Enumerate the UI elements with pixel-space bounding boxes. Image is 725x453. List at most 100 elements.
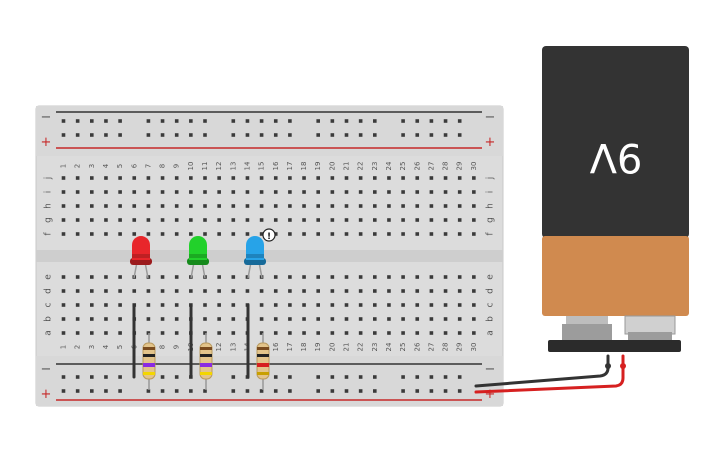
hole[interactable] (217, 303, 221, 307)
hole[interactable] (217, 232, 221, 236)
hole[interactable] (189, 289, 193, 293)
hole[interactable] (472, 289, 476, 293)
rail-hole[interactable] (160, 133, 165, 137)
hole[interactable] (316, 218, 320, 222)
hole[interactable] (146, 176, 151, 180)
hole[interactable] (472, 275, 476, 279)
rail-hole[interactable] (104, 119, 108, 123)
hole[interactable] (443, 218, 448, 222)
hole[interactable] (61, 232, 66, 236)
hole[interactable] (401, 176, 405, 180)
hole[interactable] (104, 218, 108, 222)
hole[interactable] (344, 218, 349, 222)
rail-hole[interactable] (401, 133, 405, 137)
hole[interactable] (358, 317, 363, 321)
hole[interactable] (387, 204, 391, 208)
hole[interactable] (302, 232, 306, 236)
hole[interactable] (288, 317, 292, 321)
hole[interactable] (231, 303, 236, 307)
rail-hole[interactable] (61, 375, 66, 379)
rail-hole[interactable] (203, 133, 207, 137)
rail-hole[interactable] (104, 133, 108, 137)
hole[interactable] (288, 218, 292, 222)
led-blue[interactable] (244, 236, 266, 279)
hole[interactable] (302, 303, 306, 307)
hole[interactable] (302, 204, 306, 208)
hole[interactable] (429, 303, 434, 307)
hole[interactable] (415, 176, 420, 180)
hole[interactable] (288, 303, 292, 307)
hole[interactable] (316, 317, 320, 321)
hole[interactable] (429, 275, 434, 279)
hole[interactable] (245, 204, 250, 208)
hole[interactable] (160, 303, 165, 307)
hole[interactable] (273, 176, 278, 180)
hole[interactable] (415, 289, 420, 293)
hole[interactable] (316, 176, 320, 180)
rail-hole[interactable] (316, 133, 320, 137)
hole[interactable] (259, 232, 264, 236)
hole[interactable] (457, 317, 462, 321)
hole[interactable] (443, 275, 448, 279)
hole[interactable] (231, 204, 236, 208)
hole[interactable] (429, 190, 434, 194)
hole[interactable] (174, 275, 179, 279)
rail-hole[interactable] (429, 375, 434, 379)
rail-hole[interactable] (288, 375, 292, 379)
battery-9v[interactable]: 9V (542, 46, 689, 352)
hole[interactable] (75, 331, 80, 335)
rail-hole[interactable] (415, 375, 420, 379)
hole[interactable] (174, 176, 179, 180)
hole[interactable] (104, 204, 108, 208)
hole[interactable] (344, 204, 349, 208)
hole[interactable] (330, 317, 335, 321)
hole[interactable] (189, 190, 193, 194)
hole[interactable] (160, 232, 165, 236)
rail-hole[interactable] (160, 375, 165, 379)
rail-hole[interactable] (443, 133, 448, 137)
hole[interactable] (231, 232, 236, 236)
rail-hole[interactable] (288, 119, 292, 123)
hole[interactable] (288, 176, 292, 180)
hole[interactable] (160, 331, 165, 335)
hole[interactable] (472, 232, 476, 236)
hole[interactable] (387, 275, 391, 279)
hole[interactable] (90, 232, 94, 236)
hole[interactable] (273, 317, 278, 321)
hole[interactable] (273, 275, 278, 279)
hole[interactable] (429, 331, 434, 335)
rail-hole[interactable] (203, 389, 207, 393)
hole[interactable] (429, 204, 434, 208)
hole[interactable] (245, 190, 250, 194)
hole[interactable] (203, 331, 207, 335)
rail-hole[interactable] (401, 375, 405, 379)
wire-battery-positive[interactable] (474, 354, 625, 394)
hole[interactable] (373, 232, 377, 236)
rail-hole[interactable] (231, 389, 236, 393)
hole[interactable] (146, 190, 151, 194)
hole[interactable] (104, 275, 108, 279)
hole[interactable] (75, 317, 80, 321)
hole[interactable] (457, 176, 462, 180)
resistor-1[interactable] (142, 333, 156, 390)
hole[interactable] (358, 232, 363, 236)
hole[interactable] (401, 289, 405, 293)
hole[interactable] (61, 331, 66, 335)
hole[interactable] (373, 204, 377, 208)
hole[interactable] (203, 303, 207, 307)
hole[interactable] (344, 303, 349, 307)
hole[interactable] (302, 317, 306, 321)
hole[interactable] (443, 289, 448, 293)
hole[interactable] (472, 331, 476, 335)
hole[interactable] (189, 204, 193, 208)
hole[interactable] (373, 190, 377, 194)
rail-hole[interactable] (457, 133, 462, 137)
hole[interactable] (373, 275, 377, 279)
hole[interactable] (245, 289, 250, 293)
hole[interactable] (90, 317, 94, 321)
hole[interactable] (146, 317, 151, 321)
hole[interactable] (174, 317, 179, 321)
hole[interactable] (259, 176, 264, 180)
hole[interactable] (330, 204, 335, 208)
